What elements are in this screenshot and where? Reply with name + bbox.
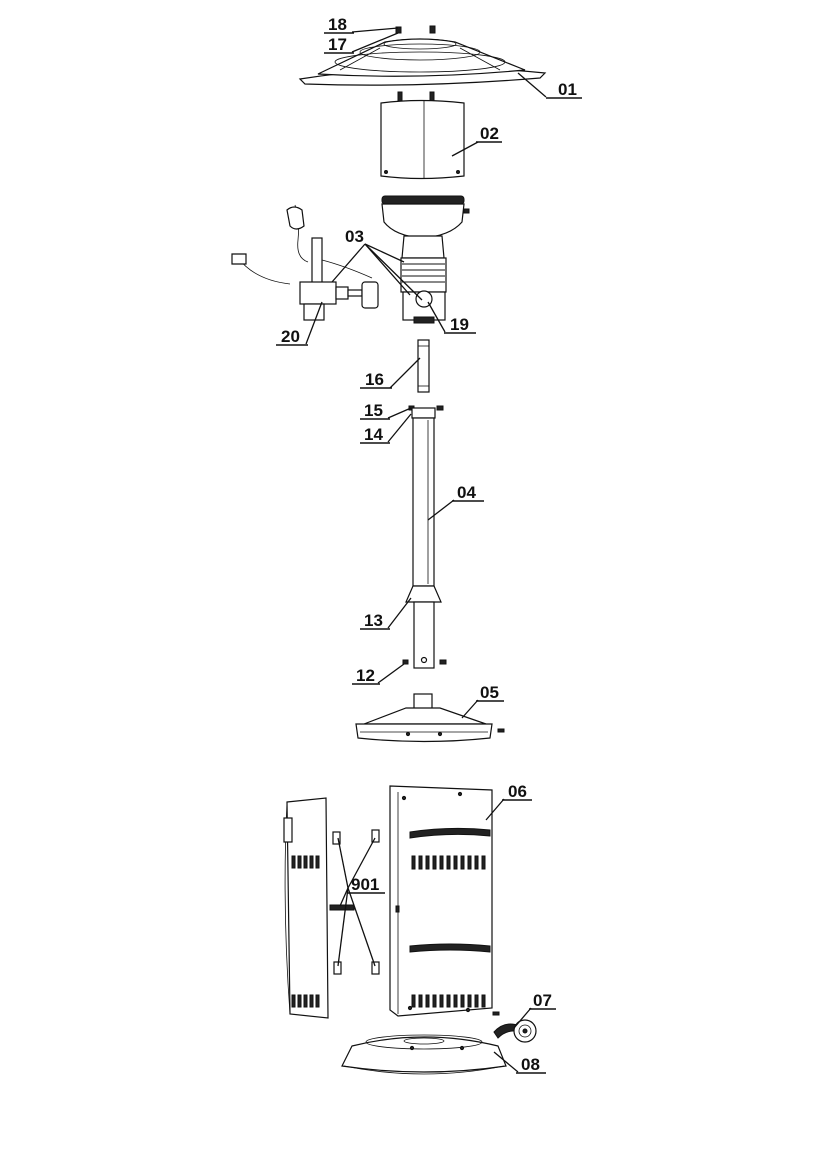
callout-04: 04 — [457, 483, 476, 502]
part-03-burner — [381, 195, 470, 324]
part-05-upper-base — [355, 693, 505, 743]
callout-901: 901 — [351, 875, 379, 894]
leader-lines — [305, 27, 547, 1073]
callout-08: 08 — [521, 1055, 540, 1074]
callout-12: 12 — [356, 666, 375, 685]
left-panel-slots-top — [291, 855, 320, 869]
callout-18: 18 — [328, 15, 347, 34]
callout-labels: 18 17 01 02 03 20 19 16 15 14 04 13 12 0… — [276, 15, 582, 1074]
part-01-reflector — [298, 38, 547, 86]
part-06-right-panel — [389, 785, 493, 1017]
callout-05: 05 — [480, 683, 499, 702]
callout-16: 16 — [365, 370, 384, 389]
callout-14: 14 — [364, 425, 383, 444]
part-08-bottom-base — [341, 1034, 507, 1075]
right-panel-slots-bottom — [411, 994, 486, 1008]
callout-20: 20 — [281, 327, 300, 346]
callout-13: 13 — [364, 611, 383, 630]
callout-06: 06 — [508, 782, 527, 801]
part-17-18-hardware — [395, 25, 436, 34]
part-16-connector — [417, 339, 430, 393]
callout-19: 19 — [450, 315, 469, 334]
left-panel-slots-bottom — [291, 994, 320, 1008]
callout-17: 17 — [328, 35, 347, 54]
callout-07: 07 — [533, 991, 552, 1010]
part-901-left-panel — [283, 797, 380, 1019]
callout-01: 01 — [558, 80, 577, 99]
callout-02: 02 — [480, 124, 499, 143]
part-20-valve-assembly — [231, 204, 379, 321]
callout-15: 15 — [364, 401, 383, 420]
callout-03: 03 — [345, 227, 364, 246]
right-panel-slots-top — [411, 855, 486, 870]
part-04-post — [402, 405, 447, 669]
part-02-emitter — [380, 91, 465, 180]
